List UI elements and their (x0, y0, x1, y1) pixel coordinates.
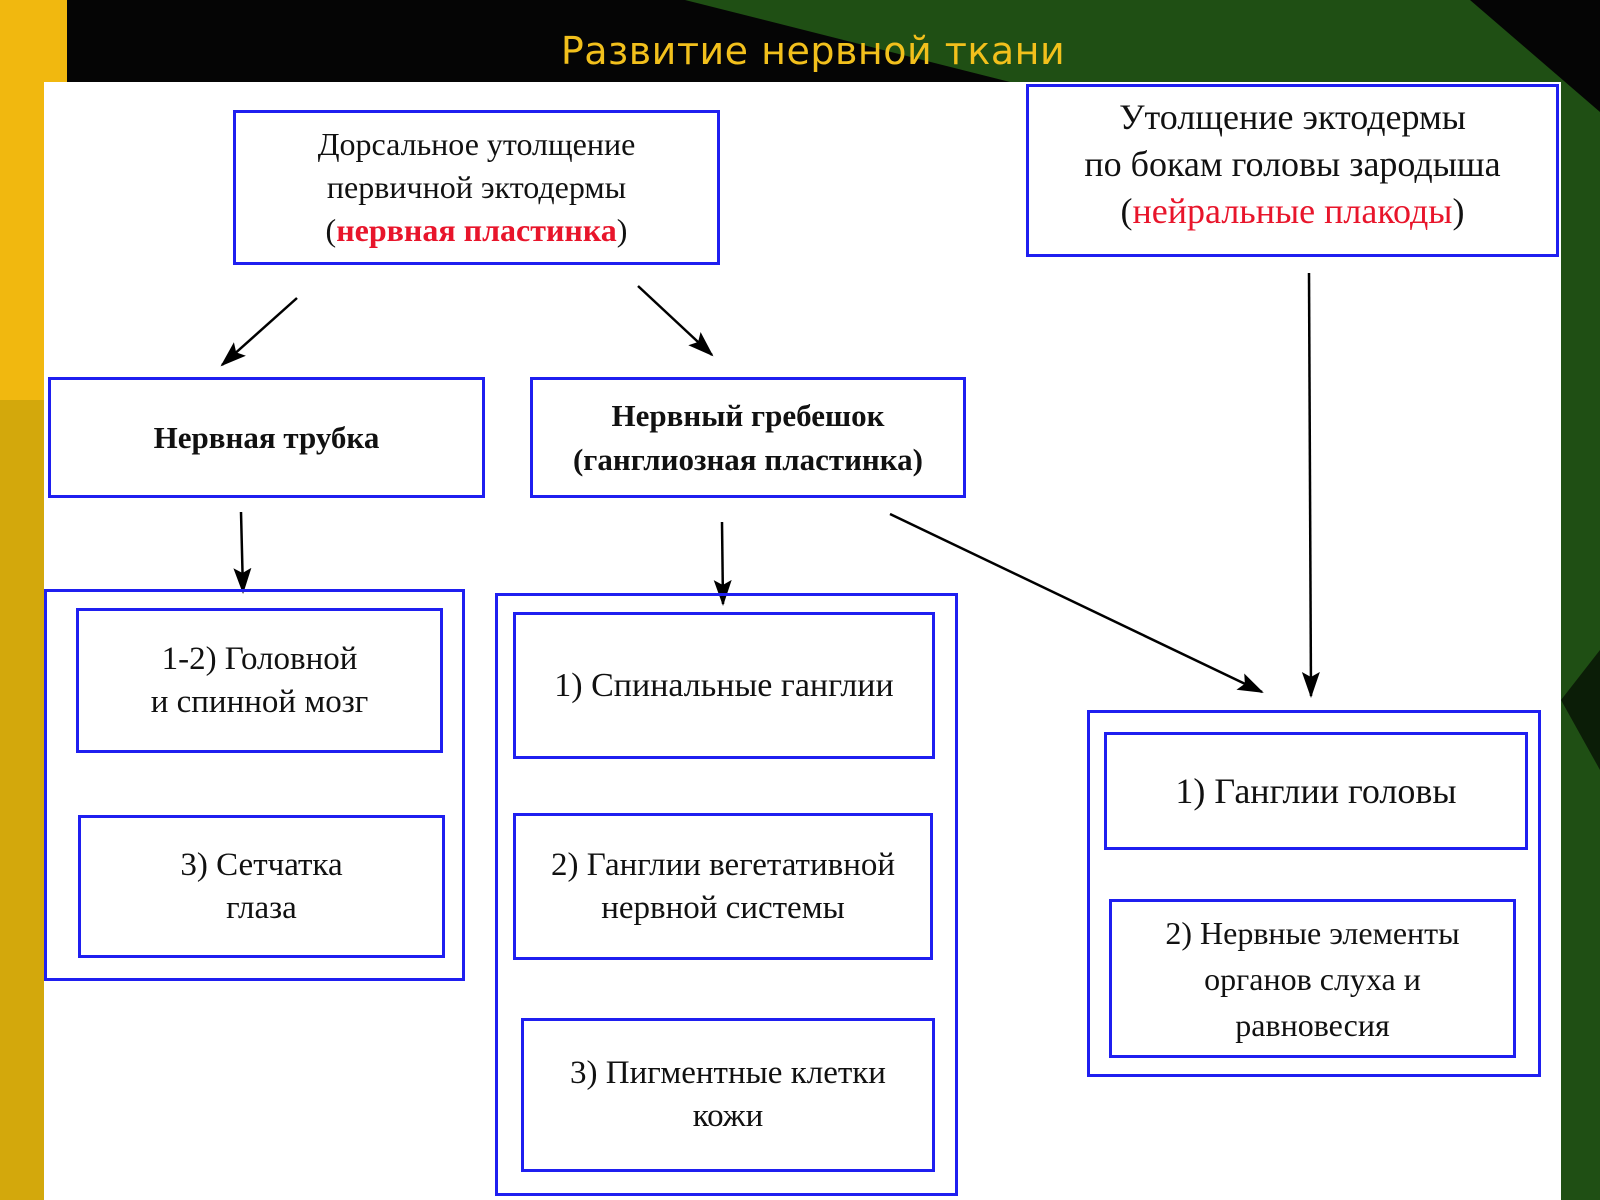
crest-derivative-pigment-cells: 3) Пигментные клетки кожи (521, 1018, 935, 1172)
tube-derivative-retina: 3) Сетчатка глаза (78, 815, 445, 958)
paren-close: ) (616, 212, 628, 248)
crest-derivative-autonomic-ganglia: 2) Ганглии вегетативной нервной системы (513, 813, 933, 960)
arrow-tube-to-derivatives (233, 511, 252, 594)
neural-plate-box: Дорсальное утолщение первичной эктодермы… (233, 110, 720, 265)
crest-derivative-autonomic-ganglia-line-1: 2) Ганглии вегетативной (550, 846, 896, 883)
crest-derivative-spinal-ganglia: 1) Спинальные ганглии (513, 612, 935, 759)
crest-derivatives-group (495, 593, 958, 1196)
tube-derivative-retina-line-1: 3) Сетчатка (180, 846, 343, 883)
tube-derivative-brain-line-1: 1-2) Головной (161, 640, 358, 677)
neural-plate-line-1: Дорсальное утолщение (317, 126, 636, 162)
arrow-crest-to-head-derivatives (889, 512, 1264, 694)
neural-plate-term: нервная пластинка (336, 212, 617, 248)
crest-derivative-spinal-ganglia-line-1: 1) Спинальные ганглии (554, 667, 894, 704)
paren-open: ( (325, 212, 337, 248)
neural-crest-line-2: (ганглиозная пластинка) (572, 441, 924, 477)
crest-derivative-pigment-cells-line-2: кожи (692, 1098, 764, 1134)
crest-derivative-autonomic-ganglia-line-2: нервной системы (601, 889, 845, 926)
arrow-plate-to-tube (220, 297, 298, 367)
neural-plate-line-2: первичной эктодермы (326, 169, 627, 205)
tube-derivative-brain-line-2: и спинной мозг (150, 683, 369, 720)
neural-tube-label: Нервная трубка (153, 419, 380, 455)
paren-open: ( (1120, 191, 1133, 231)
placodes-term: нейральные плакоды (1132, 191, 1453, 231)
placode-derivative-hearing-balance: 2) Нервные элементы органов слуха и равн… (1109, 899, 1516, 1058)
placode-derivative-head-ganglia: 1) Ганглии головы (1104, 732, 1528, 850)
placode-derivative-head-ganglia-line-1: 1) Ганглии головы (1175, 771, 1457, 811)
arrow-plate-to-crest (637, 285, 714, 357)
background-black-corner (1470, 0, 1600, 112)
slide-title: Развитие нервной ткани (560, 29, 1066, 73)
neural-tube-box: Нервная трубка (48, 377, 485, 498)
background-dark-wedge (1561, 650, 1600, 770)
neural-crest-line-1: Нервный гребешок (611, 397, 885, 433)
arrow-crest-to-derivatives (713, 521, 732, 606)
background-black-band (67, 0, 1010, 82)
placode-derivative-hearing-balance-line-1: 2) Нервные элементы (1165, 914, 1460, 951)
neural-crest-box: Нервный гребешок (ганглиозная пластинка) (530, 377, 966, 498)
placodes-line-2: по бокам головы зародыша (1084, 144, 1501, 184)
arrow-placodes-to-derivatives (1301, 272, 1320, 698)
placode-derivative-hearing-balance-line-3: равновесия (1235, 1006, 1390, 1043)
tube-derivatives-group (44, 589, 465, 981)
placodes-term-line: (нейральные плакоды) (1121, 188, 1465, 235)
paren-close: ) (1452, 191, 1465, 231)
tube-derivative-retina-line-2: глаза (226, 889, 297, 926)
crest-derivative-pigment-cells-line-1: 3) Пигментные клетки (570, 1055, 886, 1091)
placodes-line-1: Утолщение эктодермы (1119, 97, 1466, 137)
tube-derivative-brain: 1-2) Головной и спинной мозг (76, 608, 443, 753)
neural-plate-term-line: (нервная пластинка) (326, 209, 628, 252)
placodes-box: Утолщение эктодермы по бокам головы заро… (1026, 84, 1559, 257)
placode-derivatives-group (1087, 710, 1541, 1077)
placode-derivative-hearing-balance-line-2: органов слуха и (1204, 960, 1421, 997)
